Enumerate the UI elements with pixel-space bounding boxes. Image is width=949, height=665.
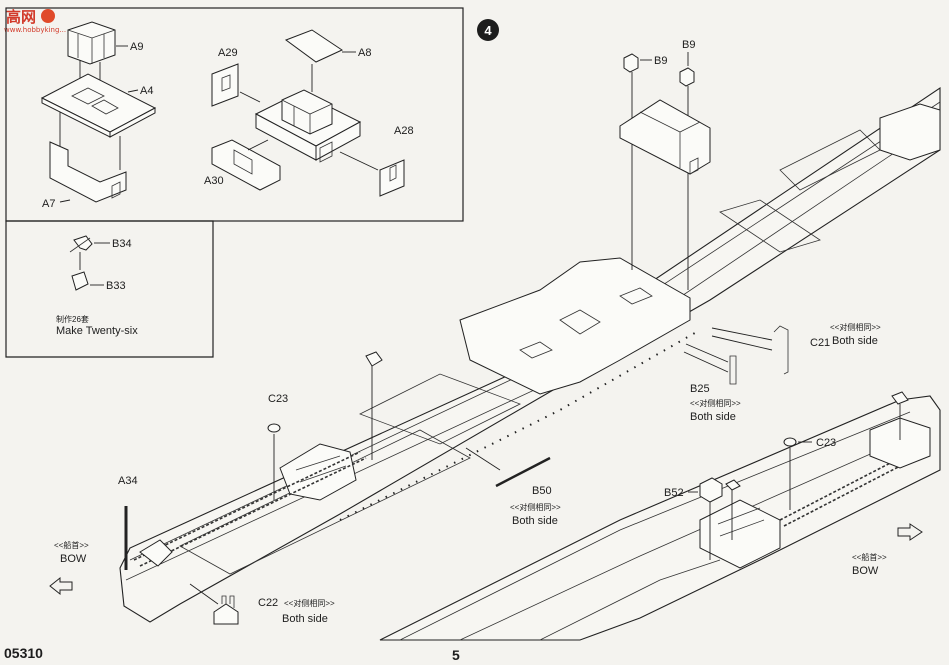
watermark-text: 高网 [6, 8, 36, 26]
label-a7: A7 [42, 198, 55, 210]
secondary-turret [699, 499, 781, 569]
part-group-a8-a29-a30-a28: A8 A29 A30 A28 [204, 29, 414, 197]
part-b33 [71, 271, 89, 291]
superstructure-deck [459, 257, 691, 395]
part-davit [365, 351, 383, 367]
note-bow-right-en: BOW [852, 565, 879, 577]
note-both-side-b50-cn: <<对侧相同>> [510, 502, 561, 512]
subassembly-box-main [5, 7, 464, 222]
part-b52 [699, 477, 723, 503]
callouts-main-ship: B9 B9 C21 <<对侧相同>> Both side B25 <<对侧相同>… [49, 39, 881, 625]
label-a34: A34 [118, 475, 138, 487]
label-b9-left: B9 [654, 55, 667, 67]
part-a29 [211, 63, 239, 107]
part-a7 [49, 141, 127, 203]
bow-arrow-right-icon [897, 523, 923, 541]
part-a8 [284, 29, 344, 63]
label-b25: B25 [690, 383, 710, 395]
part-a28 [379, 159, 405, 197]
ship-hull-secondary: C23 B52 <<船首>> BOW [379, 391, 941, 641]
label-c23-secondary: C23 [816, 437, 836, 449]
part-b9-right [679, 67, 695, 87]
note-both-side-c22-en: Both side [282, 613, 328, 625]
label-c21: C21 [810, 337, 830, 349]
part-a9 [67, 21, 116, 65]
footer-page-number: 5 [452, 647, 460, 663]
label-b52: B52 [664, 487, 684, 499]
watermark-url: www.hobbyking... [4, 26, 66, 34]
note-bow-right-cn: <<船首>> [852, 552, 887, 562]
label-a8: A8 [358, 47, 371, 59]
bridge-structure [879, 103, 941, 161]
note-both-side-b50-en: Both side [512, 515, 558, 527]
label-b50: B50 [532, 485, 552, 497]
part-deckhouse-b9 [619, 99, 711, 175]
part-c23-main [267, 423, 281, 433]
note-both-side-c21-en: Both side [832, 335, 878, 347]
label-c22: C22 [258, 597, 278, 609]
bow-fitting [139, 539, 173, 567]
note-both-side-b25-en: Both side [690, 411, 736, 423]
footer-product-code: 05310 [4, 645, 43, 661]
part-davit-bow-secondary [891, 391, 909, 405]
bow-arrow-left-icon [49, 576, 73, 596]
logo-icon [41, 9, 55, 23]
label-a29: A29 [218, 47, 238, 59]
part-group-a9-a4-a7: A9 A4 A7 [40, 21, 157, 210]
subassembly-box-b34 [5, 220, 214, 358]
step-number: 4 [484, 23, 492, 38]
note-both-side-c21-cn: <<对侧相同>> [830, 322, 881, 332]
part-c21 [773, 325, 789, 375]
label-b34: B34 [112, 238, 132, 250]
watermark-logo: 高网 www.hobbyking... [4, 8, 66, 34]
label-a9: A9 [130, 41, 143, 53]
part-c23-secondary [783, 437, 797, 447]
note-both-side-b25-cn: <<对侧相同>> [690, 398, 741, 408]
part-davit-secondary [725, 479, 741, 491]
step-number-badge: 4 [477, 19, 499, 41]
label-b9-right: B9 [682, 39, 695, 51]
ship-hull-main [119, 86, 941, 623]
label-a4: A4 [140, 85, 153, 97]
label-a28: A28 [394, 125, 414, 137]
part-b9-left [623, 53, 639, 73]
part-group-b34-b33: B34 B33 制作26套 Make Twenty-six [56, 235, 138, 337]
note-bow-left-cn: <<船首>> [54, 540, 89, 550]
part-b50 [495, 456, 551, 488]
label-a30: A30 [204, 175, 224, 187]
part-b25 [729, 355, 737, 385]
note-make-en: Make Twenty-six [56, 325, 138, 337]
label-c23-main: C23 [268, 393, 288, 405]
label-b33: B33 [106, 280, 126, 292]
part-c22 [213, 603, 239, 625]
note-bow-left-en: BOW [60, 553, 87, 565]
part-a30 [211, 139, 281, 191]
note-both-side-c22-cn: <<对侧相同>> [284, 598, 335, 608]
note-make-cn: 制作26套 [56, 314, 89, 324]
